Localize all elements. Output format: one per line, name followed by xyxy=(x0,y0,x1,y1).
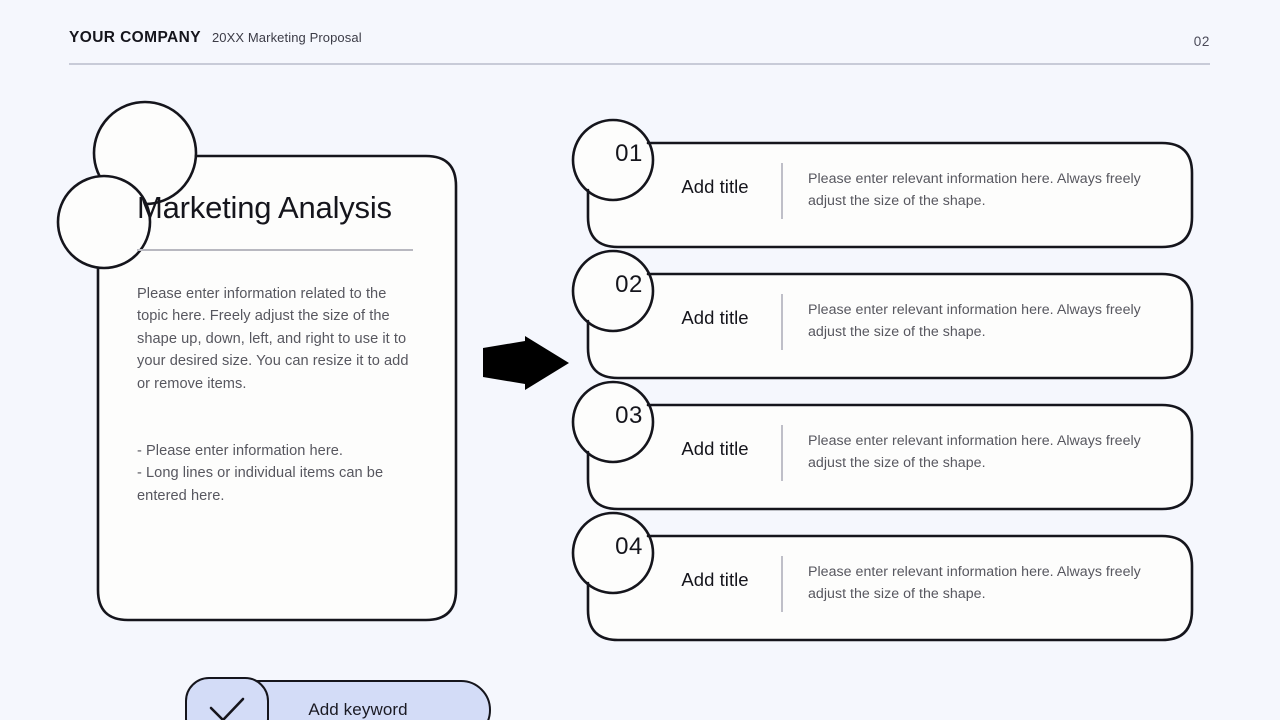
item-number: 01 xyxy=(615,140,643,167)
marketing-analysis-card: Marketing Analysis Please enter informat… xyxy=(56,100,491,720)
item-outline-shape xyxy=(571,249,1194,380)
left-bullet-list: - Please enter information here. - Long … xyxy=(137,440,419,508)
item-number: 02 xyxy=(615,271,643,298)
list-item: - Long lines or individual items can be … xyxy=(137,465,384,504)
header-divider xyxy=(69,63,1210,65)
page-number: 02 xyxy=(1193,34,1210,49)
page-title: Marketing Analysis xyxy=(137,190,392,225)
list-item[interactable]: 04 Add title Please enter relevant infor… xyxy=(571,511,1194,642)
brand-row: YOUR COMPANY 20XX Marketing Proposal xyxy=(69,29,362,47)
item-divider xyxy=(781,425,783,481)
item-number: 03 xyxy=(615,402,643,429)
item-description: Please enter relevant information here. … xyxy=(808,302,1141,340)
slide-header: YOUR COMPANY 20XX Marketing Proposal 02 xyxy=(0,0,1280,70)
item-title: Add title xyxy=(681,176,749,197)
item-description: Please enter relevant information here. … xyxy=(808,171,1141,209)
list-item: - Please enter information here. xyxy=(137,442,344,459)
list-item[interactable]: 01 Add title Please enter relevant infor… xyxy=(571,118,1194,249)
arrow-right-icon xyxy=(481,336,571,390)
card-outline-shape xyxy=(56,100,458,622)
item-outline-shape xyxy=(571,118,1194,249)
left-card-content: Marketing Analysis Please enter informat… xyxy=(137,190,427,507)
deck-subtitle: 20XX Marketing Proposal xyxy=(211,30,362,45)
item-divider xyxy=(781,294,783,350)
item-description: Please enter relevant information here. … xyxy=(808,564,1141,602)
company-name: YOUR COMPANY xyxy=(69,29,201,46)
item-divider xyxy=(781,163,783,219)
add-keyword-label: Add keyword xyxy=(308,700,408,719)
item-divider xyxy=(781,556,783,612)
check-icon[interactable] xyxy=(185,677,269,720)
list-item[interactable]: 02 Add title Please enter relevant infor… xyxy=(571,249,1194,380)
item-number: 04 xyxy=(615,533,643,560)
item-outline-shape xyxy=(571,511,1194,642)
item-description: Please enter relevant information here. … xyxy=(808,433,1141,471)
left-body-text: Please enter information related to the … xyxy=(137,285,409,393)
title-divider xyxy=(137,248,413,251)
item-title: Add title xyxy=(681,307,749,328)
item-outline-shape xyxy=(571,380,1194,511)
item-title: Add title xyxy=(681,438,749,459)
numbered-items-list: 01 Add title Please enter relevant infor… xyxy=(571,118,1194,648)
item-title: Add title xyxy=(681,569,749,590)
list-item[interactable]: 03 Add title Please enter relevant infor… xyxy=(571,380,1194,511)
